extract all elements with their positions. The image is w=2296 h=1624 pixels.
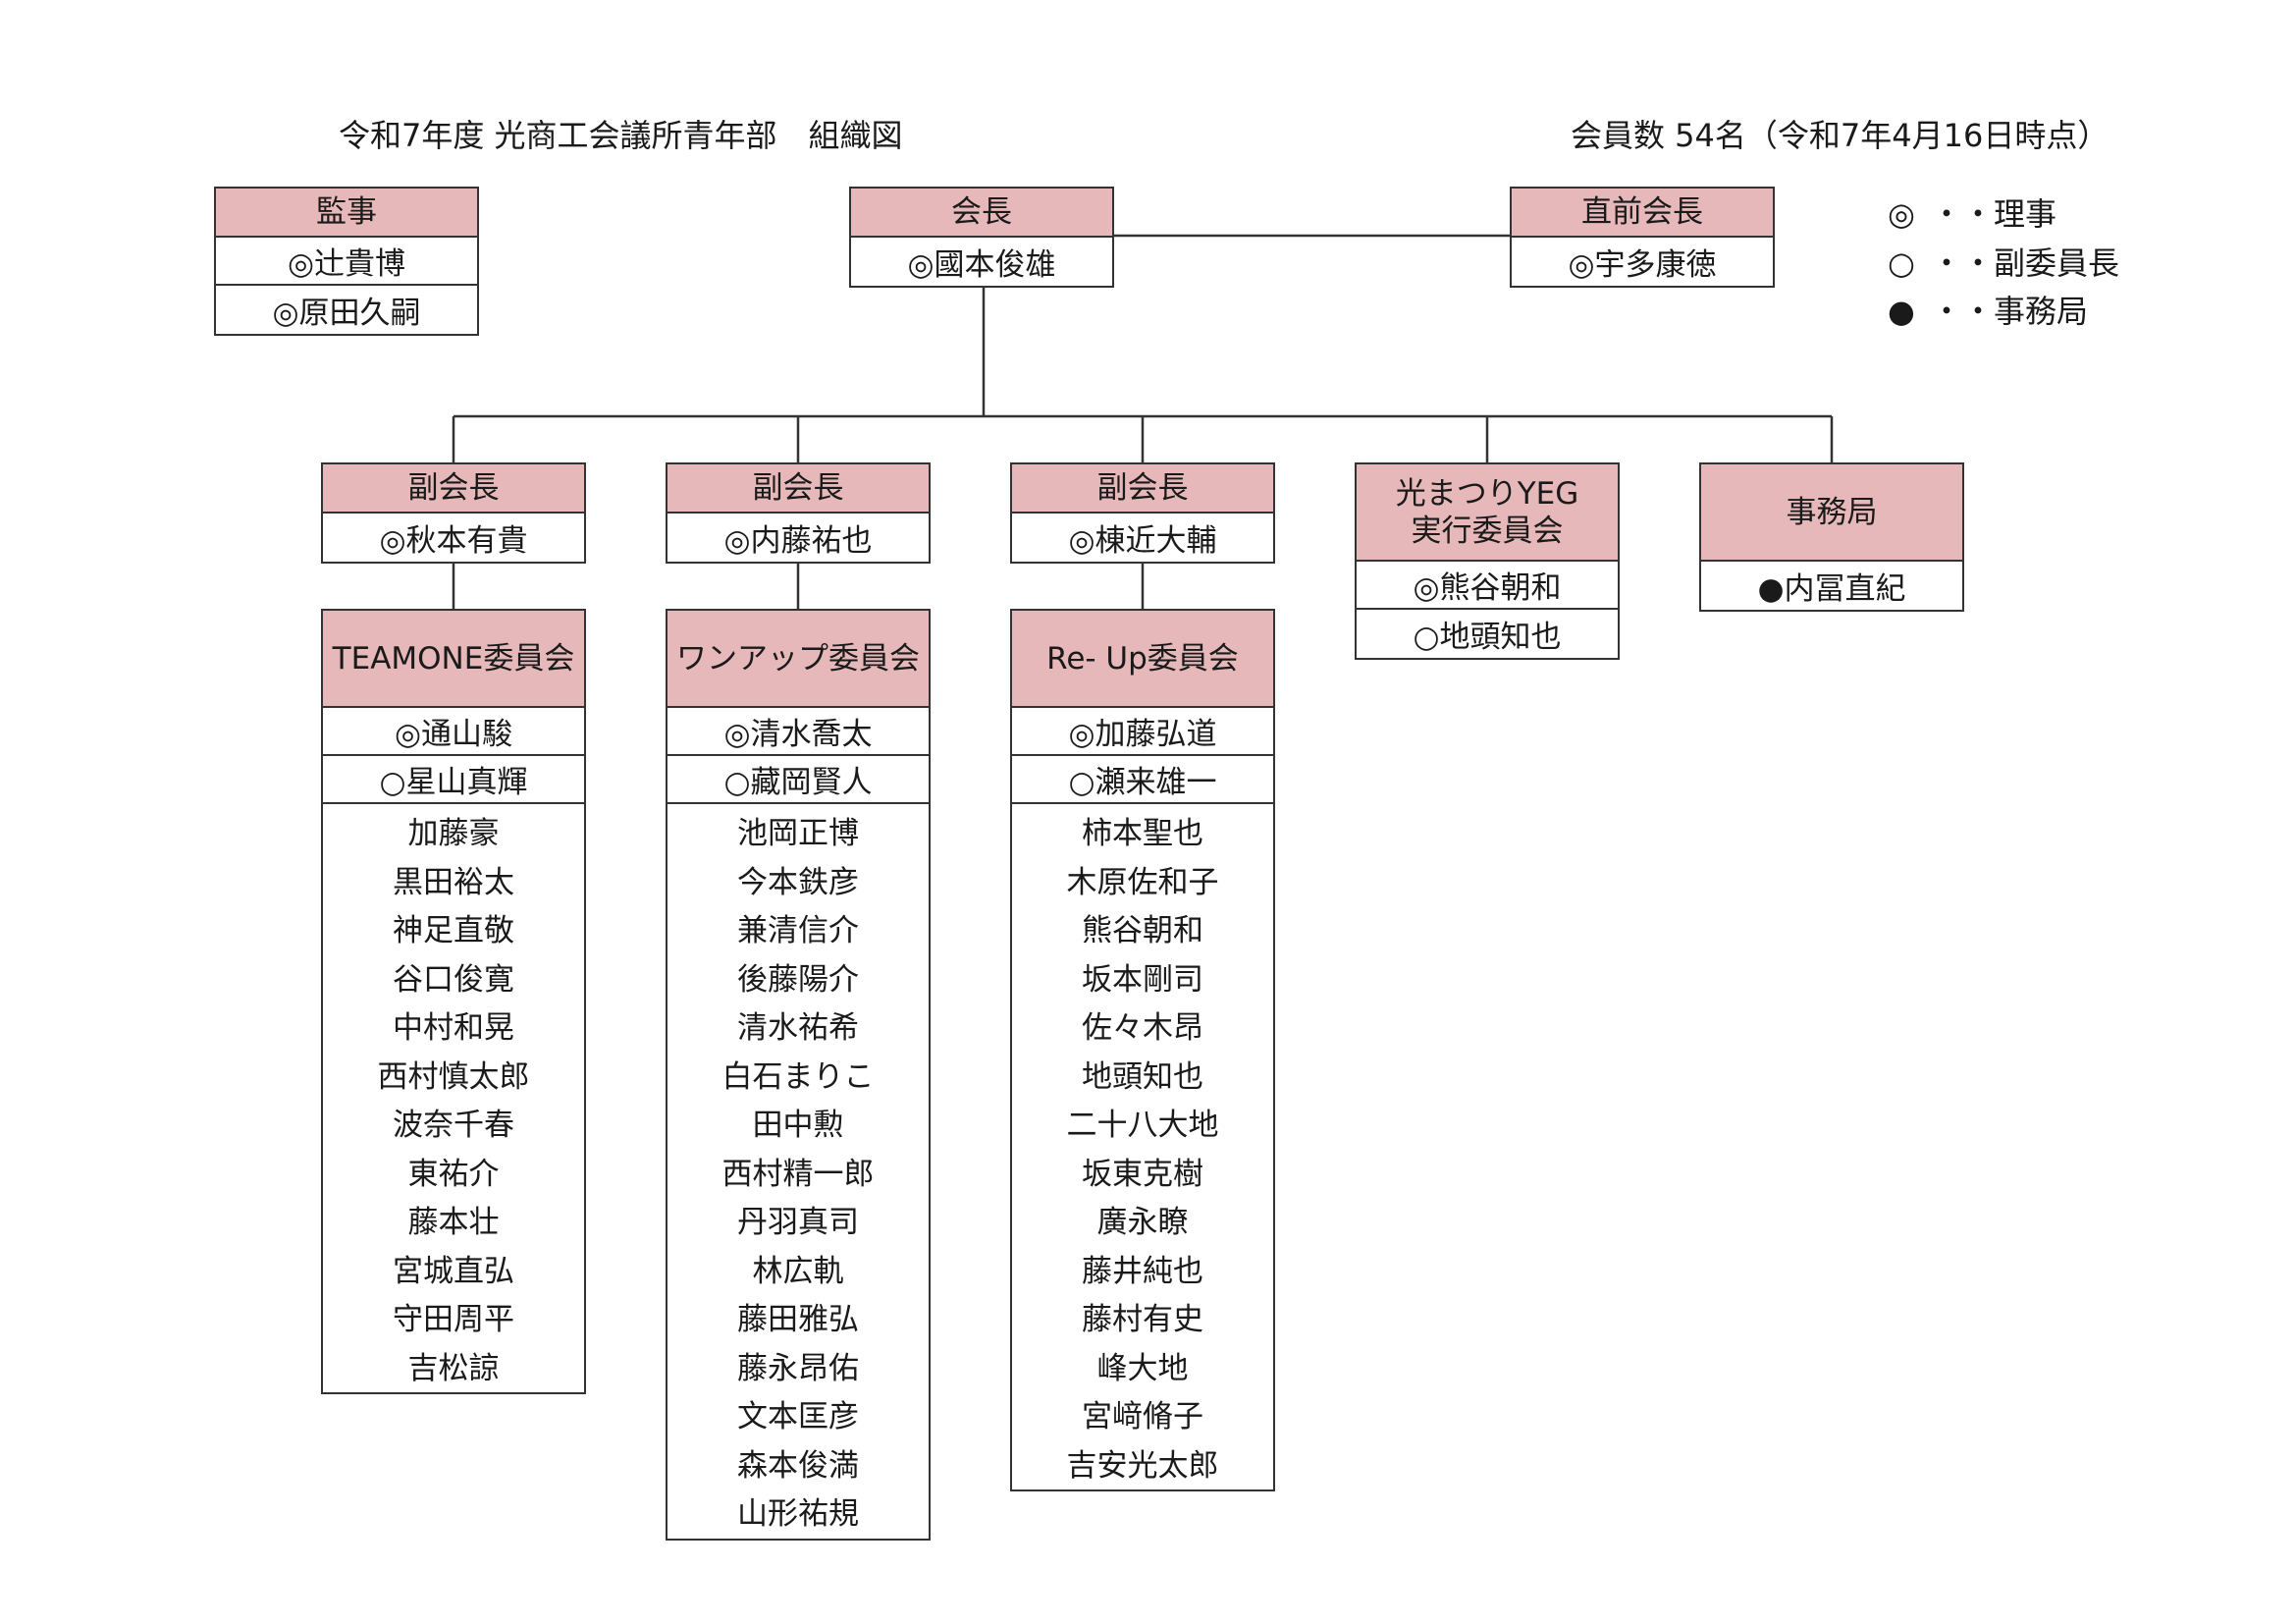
legend-label: ・・理事 <box>1931 195 2057 233</box>
member-name: ◎棟近大輔 <box>1068 523 1217 559</box>
member-name: ○地頭知也 <box>1413 620 1562 655</box>
committee-member: 田中勲 <box>752 1108 844 1144</box>
box-title: 副会長 <box>323 464 584 514</box>
committee-title: Re- Up委員会 <box>1012 611 1273 708</box>
festival-committee-box: 光まつりYEG 実行委員会 ◎熊谷朝和 ○地頭知也 <box>1355 462 1620 660</box>
vice-president-box-3: 副会長 ◎棟近大輔 <box>1010 462 1275 564</box>
committee-member-list: 加藤豪黒田裕太神足直敬谷口俊寛中村和晃西村慎太郎波奈千春東祐介藤本壮宮城直弘守田… <box>323 804 584 1392</box>
committee-member: 藤永昂佑 <box>737 1350 859 1386</box>
committee-vice-chair: ○星山真輝 <box>323 756 584 804</box>
committee-box-reup: Re- Up委員会 ◎加藤弘道 ○瀬来雄一 柿本聖也木原佐和子熊谷朝和坂本剛司佐… <box>1010 609 1275 1491</box>
committee-member: 廣永瞭 <box>1096 1205 1189 1241</box>
committee-member: 宮﨑脩子 <box>1082 1399 1203 1435</box>
committee-box-oneup: ワンアップ委員会 ◎清水喬太 ○藏岡賢人 池岡正博今本鉄彦兼清信介後藤陽介清水祐… <box>666 609 931 1541</box>
vice-president-box-2: 副会長 ◎内藤祐也 <box>666 462 931 564</box>
committee-box-teamone: TEAMONE委員会 ◎通山駿 ○星山真輝 加藤豪黒田裕太神足直敬谷口俊寛中村和… <box>321 609 586 1394</box>
circle-icon: ○ <box>1888 244 1915 282</box>
member-name: ◎秋本有貴 <box>379 523 528 559</box>
committee-member: 文本匡彦 <box>737 1399 859 1435</box>
committee-chair: ◎通山駿 <box>323 708 584 756</box>
committee-member: 丹羽真司 <box>737 1205 859 1241</box>
committee-title: TEAMONE委員会 <box>323 611 584 708</box>
committee-member: 宮城直弘 <box>393 1253 514 1289</box>
committee-member: 坂東克樹 <box>1082 1156 1203 1192</box>
committee-member: 西村精一郎 <box>721 1156 875 1192</box>
committee-member: 藤井純也 <box>1082 1253 1203 1289</box>
member-name: ◎國本俊雄 <box>907 247 1056 283</box>
committee-member: 山形祐規 <box>737 1496 859 1533</box>
committee-member: 熊谷朝和 <box>1082 913 1203 949</box>
member-name: ◎原田久嗣 <box>272 296 421 331</box>
legend-label: ・・事務局 <box>1931 293 2089 330</box>
committee-title: ワンアップ委員会 <box>667 611 929 708</box>
page-title: 令和7年度 光商工会議所青年部 組織図 <box>339 117 903 154</box>
committee-member: 波奈千春 <box>393 1108 514 1144</box>
committee-member: 黒田裕太 <box>393 864 514 900</box>
committee-member: 西村慎太郎 <box>377 1058 530 1095</box>
committee-member: 峰大地 <box>1096 1350 1189 1386</box>
box-title: 副会長 <box>1012 464 1273 514</box>
committee-member: 坂本剛司 <box>1082 961 1203 998</box>
member-name: ◎辻貴博 <box>216 238 477 286</box>
committee-chair: ◎加藤弘道 <box>1012 708 1273 756</box>
legend-item-vice-chair: ○ ・・副委員長 <box>1888 244 2119 283</box>
committee-member: 東祐介 <box>407 1156 500 1192</box>
president-box: 会長 ◎國本俊雄 <box>849 187 1114 288</box>
committee-member: 清水祐希 <box>737 1010 859 1047</box>
secretariat-box: 事務局 ●内冨直紀 <box>1699 462 1964 612</box>
legend-label: ・・副委員長 <box>1931 244 2120 282</box>
committee-member: 森本俊満 <box>737 1447 859 1484</box>
double-circle-icon: ◎ <box>1888 195 1915 233</box>
member-name: ●内冨直紀 <box>1757 571 1906 607</box>
committee-member: 吉安光太郎 <box>1066 1447 1219 1484</box>
past-president-box: 直前会長 ◎宇多康徳 <box>1510 187 1775 288</box>
legend-item-secretariat: ● ・・事務局 <box>1888 292 2088 331</box>
committee-member: 藤本壮 <box>407 1205 500 1241</box>
committee-member: 後藤陽介 <box>737 961 859 998</box>
vice-president-box-1: 副会長 ◎秋本有貴 <box>321 462 586 564</box>
committee-member: 守田周平 <box>393 1302 514 1338</box>
member-count: 会員数 54名（令和7年4月16日時点） <box>1571 117 2109 154</box>
legend-item-director: ◎ ・・理事 <box>1888 194 2056 234</box>
committee-member: 二十八大地 <box>1066 1108 1219 1144</box>
box-title: 会長 <box>851 189 1112 238</box>
member-name: ◎宇多康徳 <box>1568 247 1717 283</box>
committee-member: 兼清信介 <box>737 913 859 949</box>
committee-member: 中村和晃 <box>393 1010 514 1047</box>
committee-member: 谷口俊寛 <box>393 961 514 998</box>
committee-member: 白石まりこ <box>721 1058 875 1095</box>
committee-member: 今本鉄彦 <box>737 864 859 900</box>
committee-member: 池岡正博 <box>737 816 859 852</box>
committee-chair: ◎清水喬太 <box>667 708 929 756</box>
member-name: ◎熊谷朝和 <box>1357 562 1618 610</box>
box-title: 光まつりYEG 実行委員会 <box>1357 464 1618 562</box>
committee-member: 神足直敬 <box>393 913 514 949</box>
committee-member-list: 柿本聖也木原佐和子熊谷朝和坂本剛司佐々木昂地頭知也二十八大地坂東克樹廣永瞭藤井純… <box>1012 804 1273 1489</box>
box-title: 事務局 <box>1701 464 1962 562</box>
committee-member: 藤田雅弘 <box>737 1302 859 1338</box>
committee-vice-chair: ○瀬来雄一 <box>1012 756 1273 804</box>
committee-member: 吉松諒 <box>407 1350 500 1386</box>
committee-member: 地頭知也 <box>1082 1058 1203 1095</box>
box-title: 副会長 <box>667 464 929 514</box>
committee-member: 佐々木昂 <box>1082 1010 1203 1047</box>
committee-member-list: 池岡正博今本鉄彦兼清信介後藤陽介清水祐希白石まりこ田中勲西村精一郎丹羽真司林広軌… <box>667 804 929 1539</box>
auditors-box: 監事 ◎辻貴博 ◎原田久嗣 <box>214 187 479 336</box>
filled-circle-icon: ● <box>1888 293 1915 330</box>
box-title: 監事 <box>216 189 477 238</box>
committee-member: 藤村有史 <box>1082 1302 1203 1338</box>
committee-vice-chair: ○藏岡賢人 <box>667 756 929 804</box>
committee-member: 柿本聖也 <box>1082 816 1203 852</box>
committee-member: 加藤豪 <box>407 816 500 852</box>
box-title: 直前会長 <box>1512 189 1773 238</box>
committee-member: 木原佐和子 <box>1066 864 1219 900</box>
committee-member: 林広軌 <box>752 1253 844 1289</box>
member-name: ◎内藤祐也 <box>723 523 873 559</box>
